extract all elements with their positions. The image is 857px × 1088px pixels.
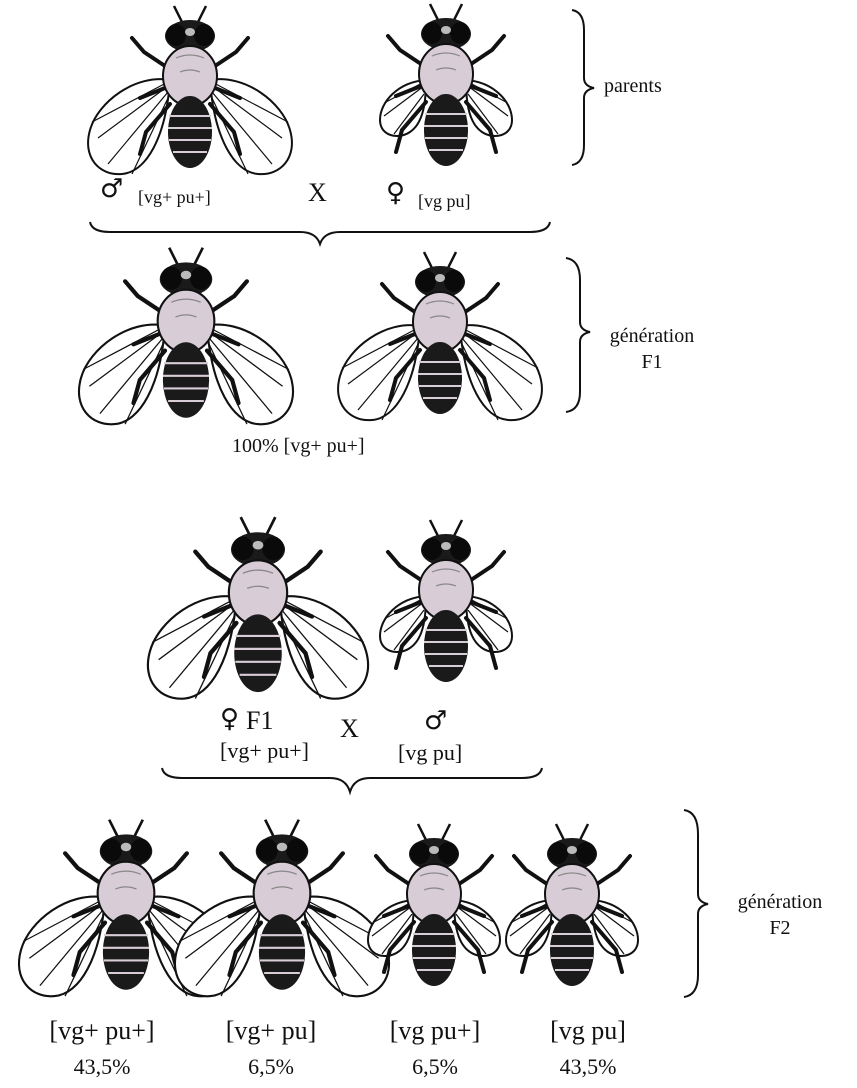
f2-fly-2-icon xyxy=(175,820,389,997)
parents-cross-brace xyxy=(90,222,550,244)
parents-brace xyxy=(572,10,594,165)
f1-label-line1: génération xyxy=(596,326,708,346)
f1-fly-1-icon xyxy=(79,248,293,425)
f2-percent-4: 43,5% xyxy=(518,1056,658,1078)
f1-result: 100% [vg+ pu+] xyxy=(232,436,365,456)
testcross-male-phenotype: [vg pu] xyxy=(398,742,462,764)
male-symbol-icon: ♂ xyxy=(100,176,123,202)
f2-phenotype-1: [vg+ pu+] xyxy=(22,1018,182,1044)
f1-label-line2: F1 xyxy=(596,352,708,372)
f2-fly-4-icon xyxy=(506,824,638,986)
f1-fly-2-icon xyxy=(338,252,542,420)
f2-percent-1: 43,5% xyxy=(22,1056,182,1078)
parent-male-phenotype: [vg+ pu+] xyxy=(138,188,211,206)
parent-male-fly-icon xyxy=(88,6,292,174)
f2-phenotype-3: [vg pu+] xyxy=(360,1018,510,1044)
f2-phenotype-2: [vg+ pu] xyxy=(196,1018,346,1044)
testcross-female-phenotype: [vg+ pu+] xyxy=(220,740,309,762)
parents-cross-symbol: X xyxy=(308,180,327,206)
f2-brace xyxy=(684,810,708,997)
testcross-female-tag: F1 xyxy=(246,708,273,734)
testcross-brace xyxy=(162,768,542,792)
parent-female-phenotype: [vg pu] xyxy=(418,192,471,210)
testcross-male-fly-icon xyxy=(380,520,512,682)
parent-female-fly-icon xyxy=(380,4,512,166)
female-symbol-icon: ♀ xyxy=(386,180,405,206)
testcross-cross-symbol: X xyxy=(340,716,359,742)
f2-label-line1: génération xyxy=(710,892,850,912)
f2-fly-3-icon xyxy=(368,824,500,986)
testcross-female-symbol-icon: ♀ xyxy=(220,706,239,732)
parents-label: parents xyxy=(604,76,662,96)
f2-percent-2: 6,5% xyxy=(196,1056,346,1078)
f2-phenotype-4: [vg pu] xyxy=(518,1018,658,1044)
f1-brace xyxy=(566,258,590,412)
f2-percent-3: 6,5% xyxy=(360,1056,510,1078)
testcross-male-symbol-icon: ♂ xyxy=(424,708,447,734)
f2-label-line2: F2 xyxy=(710,918,850,938)
testcross-female-fly-icon xyxy=(148,517,368,699)
